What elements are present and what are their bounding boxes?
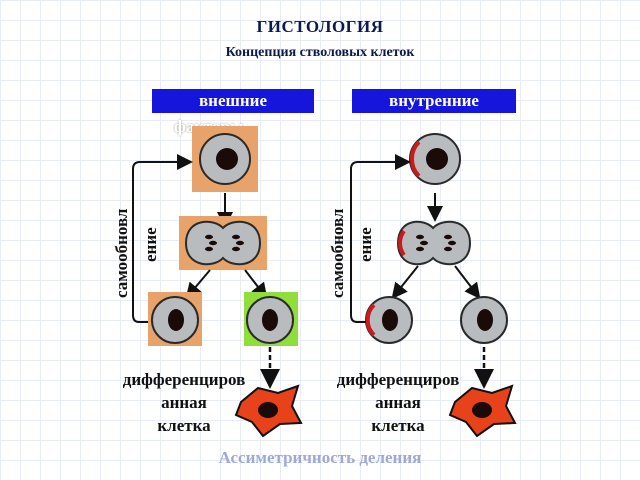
diff-label-left-line1: дифференциров (122, 370, 246, 389)
chromosome (416, 246, 424, 252)
internal-factors-box: внутренние (352, 89, 516, 113)
chromosome (236, 240, 244, 246)
chromosome (416, 234, 424, 240)
chromosome (209, 240, 217, 246)
chromosome (444, 234, 452, 240)
diff-label-right-line2: анная (375, 393, 421, 412)
chromosome (232, 234, 240, 240)
page-title: ГИСТОЛОГИЯ (256, 17, 384, 36)
self-renewal-label-right-2: ение (356, 227, 375, 262)
arrow-to-stem-right (391, 265, 419, 300)
differentiated-cell-label-right: дифференциров анная клетка (313, 368, 483, 437)
arrow-to-stem-left (185, 269, 211, 300)
page-subtitle: Концепция стволовых клеток (225, 45, 415, 60)
nucleus-daughter-stem-right (382, 309, 398, 331)
nucleus-progenitor (262, 309, 278, 331)
self-renewal-label-left-1: самообновл (112, 208, 131, 298)
dividing-cell-right (396, 220, 472, 266)
polarity-marker (409, 140, 421, 178)
nucleus-daughter-stem (168, 309, 184, 331)
self-renewal-label-left-2: ение (141, 227, 160, 262)
self-renewal-arrow-left (132, 154, 193, 323)
chromosome (420, 240, 428, 246)
diff-label-left-line2: анная (161, 393, 207, 412)
diff-label-left-line3: клетка (157, 416, 211, 435)
diff-label-right-line1: дифференциров (336, 370, 460, 389)
chromosome (205, 234, 213, 240)
nucleus-progenitor-right (477, 309, 493, 331)
arrow-to-progenitor-left (244, 269, 268, 300)
nucleus-top (216, 148, 238, 170)
dividing-cell-left (184, 220, 262, 266)
polarity-marker (398, 229, 406, 257)
chromosome (448, 240, 456, 246)
diff-label-right-line3: клетка (371, 416, 425, 435)
nucleus-top-right (426, 148, 448, 170)
arrow-to-progenitor-right (454, 265, 481, 300)
chromosome (444, 246, 452, 252)
self-renewal-arrow-right (350, 154, 411, 323)
left-panel (132, 126, 303, 438)
differentiated-cell-label-left: дифференциров анная клетка (99, 368, 269, 437)
nucleus-differentiated-right (472, 402, 492, 418)
chromosome (205, 246, 213, 252)
self-renewal-label-right-1: самообновл (328, 208, 347, 298)
polarity-marker (365, 303, 376, 337)
external-factors-label: внешние (198, 91, 267, 110)
right-panel (350, 133, 517, 438)
chromosome (232, 246, 240, 252)
nucleus-differentiated-left (258, 402, 278, 418)
footer-caption: Ассиметричность деления (218, 448, 422, 467)
